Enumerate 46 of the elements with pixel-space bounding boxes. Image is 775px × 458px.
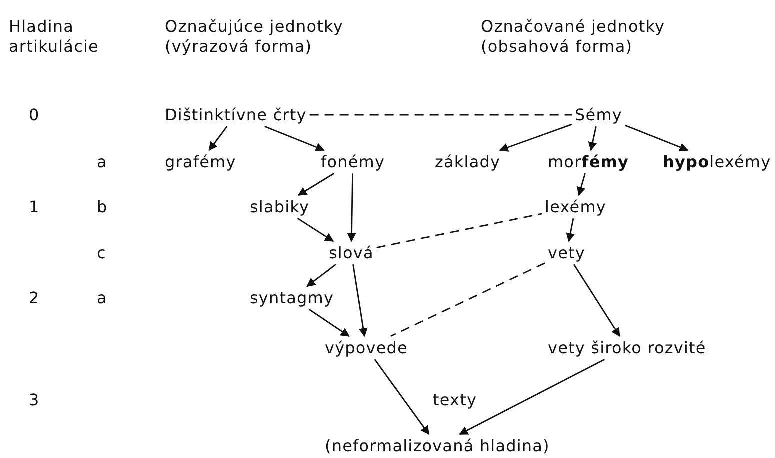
arrow [264,126,325,152]
arrow [459,358,606,436]
term-label: lexémy [542,195,610,219]
column-header: Hladina artikulácie [8,16,100,58]
arrow [499,124,572,152]
arrow [576,173,586,196]
level-label: b [96,196,109,218]
term-label: slabiky [247,195,313,219]
arrow [374,359,430,436]
level-label: a [96,151,108,174]
arrow [574,264,620,338]
level-label: 1 [28,196,41,218]
column-header: Označované jednotky (obsahová forma) [480,16,666,58]
term-label: hypolexémy [660,150,774,174]
term-label: fonémy [318,150,388,174]
term-label: syntagmy [247,286,338,310]
arrow [308,309,350,337]
term-label: vety [545,241,588,265]
level-label: c [96,242,108,264]
term-label: morfémy [545,150,632,174]
term-label: základy [432,150,504,174]
arrow [297,218,334,242]
column-header: Označujúce jednotky (výrazová forma) [164,16,344,58]
arrow [588,126,598,152]
term-label: slová [326,241,377,265]
level-label: 0 [28,104,41,126]
dashed-connector [390,262,546,338]
term-label: výpovede [322,336,411,360]
term-label: grafémy [162,150,240,174]
dashed-connector [310,114,572,116]
level-label: 2 [28,287,41,310]
term-label: Dištinktívne črty [162,103,310,127]
level-label: 3 [28,389,41,412]
term-label: Sémy [572,103,626,127]
arrow [208,126,228,152]
arrow [298,173,335,196]
arrow [566,218,575,242]
arrow [352,264,368,338]
dashed-connector [376,213,542,248]
level-label: texty [432,389,478,412]
arrow [347,174,356,242]
arrow [625,124,689,152]
term-label: (neformalizovaná hladina) [322,434,553,458]
arrow [306,264,337,287]
level-label: a [96,287,108,310]
term-label: vety široko rozvité [545,336,710,360]
